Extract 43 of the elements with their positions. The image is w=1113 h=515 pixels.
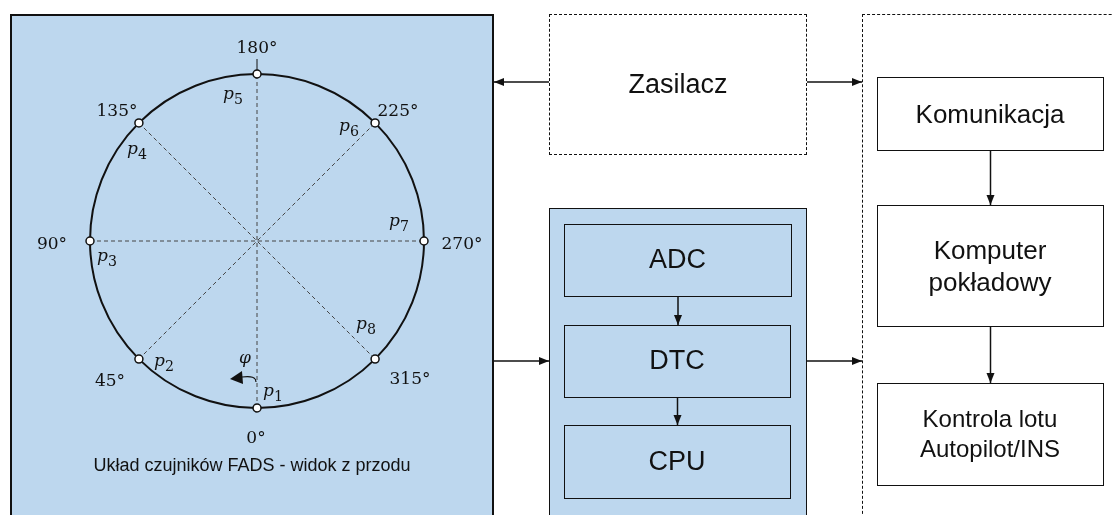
diagram-label: p$_{7}$ [389, 210, 409, 234]
process-box [563, 424, 791, 499]
diagram-label: p$_{2}$ [154, 350, 174, 374]
container-box [549, 208, 807, 515]
panel-caption: Układ czujników FADS - widok z przodu [92, 454, 412, 477]
arrow [806, 357, 863, 365]
arrow [674, 296, 682, 326]
box-label: Kontrola lotu Autopilot/INS [918, 404, 1062, 464]
diagram-label: p$_{6}$ [339, 115, 359, 139]
process-box [876, 76, 1104, 151]
diagram-label: 180° [236, 37, 278, 57]
arrow [806, 78, 863, 86]
process-box [876, 382, 1104, 486]
diagram-label: 315° [389, 368, 431, 388]
container-box [862, 14, 1113, 515]
diagram-label: p$_{3}$ [97, 245, 117, 269]
diagram-label: 135° [96, 100, 138, 120]
box-label: CPU [647, 444, 707, 478]
sensor-panel [10, 14, 494, 515]
diagram-label: p$_{4}$ [127, 138, 147, 162]
process-box [876, 204, 1104, 327]
diagram-label: 225° [377, 100, 419, 120]
arrow [986, 326, 995, 384]
arrow [493, 78, 550, 86]
box-label: ADC [648, 243, 707, 277]
diagram-label: 90° [36, 233, 68, 253]
box-label: Komunikacja [914, 97, 1066, 130]
process-box [563, 223, 792, 297]
process-box [563, 324, 791, 398]
arrow [986, 150, 995, 206]
diagram-label: 0° [246, 427, 266, 447]
diagram-label: p$_{1}$ [263, 380, 283, 404]
angle-symbol: φ [239, 347, 251, 367]
box-label: Zasilacz [627, 67, 729, 101]
diagram-label: 270° [441, 233, 483, 253]
diagram-label: 45° [94, 370, 126, 390]
process-box [549, 14, 807, 155]
arrow [493, 357, 550, 365]
diagram-label: p$_{5}$ [223, 83, 243, 107]
arrow [673, 397, 682, 426]
diagram-label: p$_{8}$ [356, 313, 376, 337]
box-label: DTC [648, 344, 706, 378]
box-label: Komputer pokładowy [927, 233, 1053, 298]
